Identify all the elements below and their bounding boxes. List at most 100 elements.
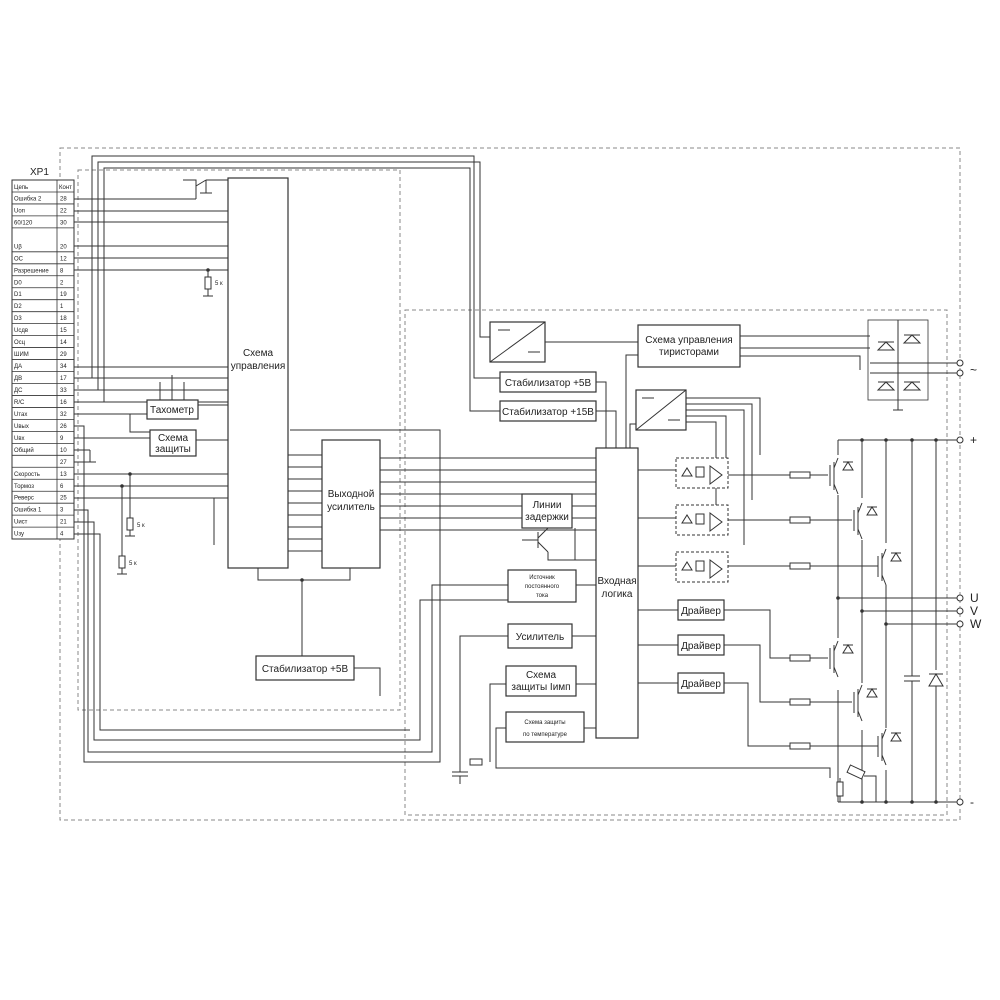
resistor-value-3: 5 к	[129, 561, 137, 567]
connector-pin-label: ШИМ	[14, 352, 29, 358]
terminal-minus-label: -	[970, 795, 974, 809]
driver-block-1: Драйвер	[677, 599, 725, 621]
protection-label-2: защиты	[155, 444, 191, 455]
connector-pin-number: 34	[60, 364, 67, 370]
connector-header-contact: Конт	[59, 185, 72, 191]
terminal-plus-label: +	[970, 433, 977, 447]
input-logic-label-1: Входная	[597, 576, 636, 587]
connector-pin-label: Uист	[14, 520, 28, 526]
connector-title: XP1	[30, 167, 49, 178]
connector-pin-number: 29	[60, 352, 67, 358]
dcdc-converter-bottom	[635, 389, 687, 431]
connector-pin-number: 27	[60, 460, 67, 466]
control-board-enclosure	[77, 169, 401, 711]
connector-pin-label: Осц	[14, 340, 26, 346]
connector-pin-label: Ошибка 2	[14, 196, 42, 202]
output-amplifier-label-2: усилитель	[327, 502, 375, 513]
connector-pin-row: D2 1	[14, 304, 64, 310]
optocouplers	[675, 457, 729, 583]
connector-pin-number: 9	[60, 436, 64, 442]
thyristor-control-label-1: Схема управления	[645, 335, 732, 346]
temperature-protection-label-1: Схема защиты	[524, 720, 565, 726]
pulse-protection-block: Схема защиты Iимп	[505, 665, 577, 697]
stabilizer-15v-block: Стабилизатор +15В	[499, 400, 597, 422]
igbt-v-low	[853, 684, 878, 722]
pulse-protection-label-1: Схема	[526, 670, 557, 681]
amplifier-block: Усилитель	[507, 623, 573, 649]
dcdc-converter-top	[489, 321, 546, 363]
igbt-w-high	[877, 548, 902, 586]
current-source-label-2: постоянного	[525, 584, 560, 590]
control-circuit-label-2: управления	[231, 361, 286, 372]
pulse-protection-label-2: защиты Iимп	[511, 682, 570, 693]
connector-pin-number: 19	[60, 292, 67, 298]
connector-pin-number: 4	[60, 532, 64, 538]
stabilizer-5v-block: Стабилизатор +5В	[499, 371, 597, 393]
connector-pin-label: ДА	[14, 364, 22, 370]
stabilizer-15v-label: Стабилизатор +15В	[502, 406, 594, 418]
connector-pin-number: 17	[60, 376, 67, 382]
connector-pin-label: Разрешение	[14, 268, 49, 274]
current-source-label-1: Источник	[529, 575, 555, 581]
delay-lines-block: Линии задержки	[521, 493, 573, 529]
input-logic-block: Входная логика	[595, 447, 639, 739]
igbt-u-low	[829, 640, 854, 678]
output-amplifier-block: Выходной усилитель	[321, 439, 381, 569]
connector-pin-number: 3	[60, 508, 64, 514]
connector-pin-number: 2	[60, 280, 64, 286]
power-board-enclosure	[404, 309, 948, 816]
connector-pin-number: 25	[60, 496, 67, 502]
connector-pin-label: D2	[14, 304, 22, 310]
connector-pin-number: 12	[60, 256, 67, 262]
connector-pin-row: Ошибка 1 3	[14, 508, 64, 514]
connector-pin-row: Общий 10	[14, 447, 67, 454]
connector-pin-number: 6	[60, 484, 64, 490]
input-logic-label-2: логика	[602, 589, 633, 600]
connector-pin-number: 26	[60, 424, 67, 430]
terminal-u-label: U	[970, 591, 979, 605]
stabilizer-5v-left-block: Стабилизатор +5В	[255, 655, 355, 681]
connector-pin-row: ДВ 17	[14, 376, 67, 382]
rectifier-bridge	[876, 334, 922, 391]
delay-lines-label-1: Линии	[533, 500, 562, 511]
driver-block-2: Драйвер	[677, 634, 725, 656]
connector-pin-number: 1	[60, 304, 64, 310]
amplifier-label: Усилитель	[516, 632, 564, 643]
connector-pin-label: Uтах	[14, 412, 27, 418]
connector-pin-label: Общий	[14, 447, 34, 454]
thyristor-control-label-2: тиристорами	[659, 347, 719, 358]
junction-dots	[120, 268, 938, 804]
connector-pin-label: ДВ	[14, 376, 22, 382]
connector-pin-number: 32	[60, 412, 67, 418]
gate-resistors	[789, 471, 811, 750]
connector-pin-label: Скорость	[14, 472, 40, 478]
connector-header-circuit: Цепь	[14, 185, 28, 191]
connector-pin-number: 15	[60, 328, 67, 334]
driver-label-2: Драйвер	[681, 641, 721, 652]
temperature-protection-label-2: по температуре	[523, 732, 568, 738]
connector-pin-number: 33	[60, 388, 67, 394]
connector-pin-number: 16	[60, 400, 67, 406]
connector-pin-number: 10	[60, 448, 67, 454]
current-source-block: Источник постоянного тока	[507, 569, 577, 603]
output-amplifier-label-1: Выходной	[328, 489, 375, 500]
connector-pin-row: 27	[60, 460, 67, 466]
connector-pin-label: Ошибка 1	[14, 508, 42, 514]
connector-pin-number: 22	[60, 208, 67, 214]
